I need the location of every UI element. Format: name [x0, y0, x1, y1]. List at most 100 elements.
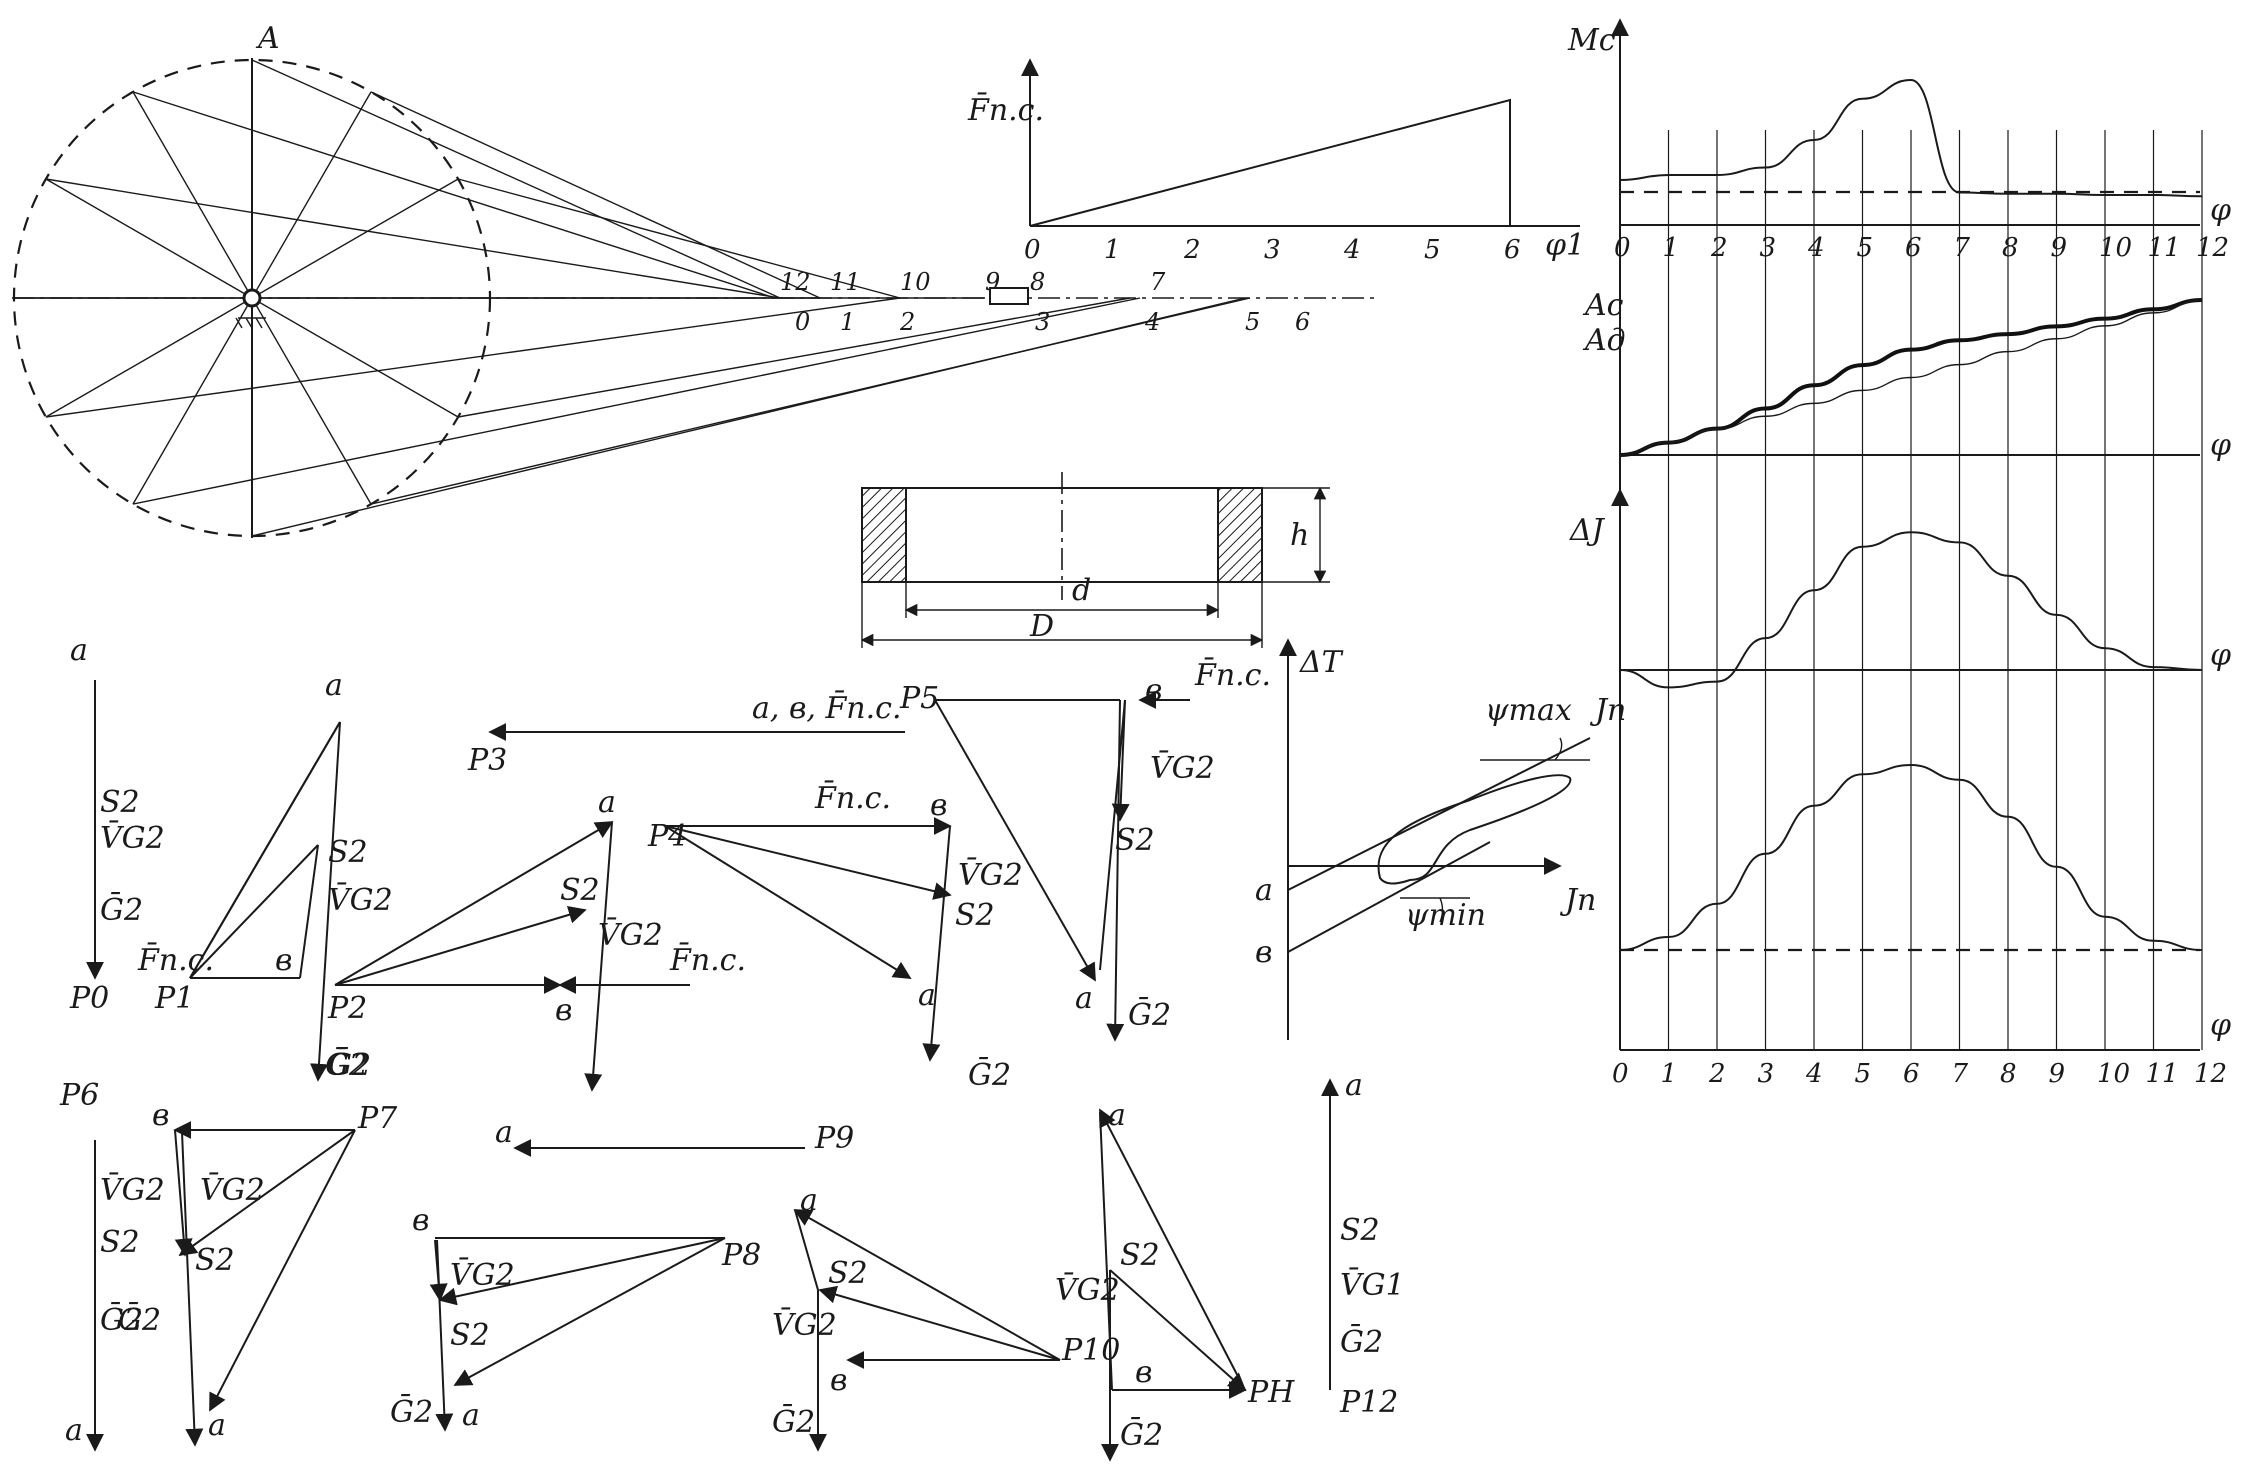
plan-label: P6 [59, 1078, 99, 1113]
plan-vector [181, 1131, 204, 1447]
plan-label: V̄G2 [100, 1172, 165, 1208]
mc-curve [1619, 78, 2203, 198]
wb-loop [1377, 774, 1572, 885]
phi-tick-top: 5 [1857, 233, 1874, 263]
dim-h-label: h [1290, 518, 1309, 553]
plan-vector [922, 825, 951, 1062]
plan-label: V̄G2 [1150, 750, 1215, 786]
connecting-rod [370, 91, 821, 299]
crank-ray [45, 178, 253, 299]
plan-vector [189, 721, 341, 979]
plan-label: Ḡ2 [1340, 1323, 1383, 1360]
connecting-rod [251, 297, 1246, 537]
force-tick-label: 3 [1264, 235, 1281, 265]
phi-tick-top: 3 [1760, 233, 1777, 263]
plan-vector [1111, 699, 1130, 822]
phi-tick-bottom: 0 [1612, 1059, 1629, 1089]
plan-label: P5 [899, 681, 939, 716]
plan-vector [664, 825, 912, 979]
plan-vector [584, 821, 613, 1092]
phi-tick-top: 4 [1807, 233, 1825, 263]
phi-axis-label: φ [2210, 638, 2231, 673]
plan-label: Ḡ2 [1128, 996, 1171, 1033]
plan-vector [435, 1239, 454, 1432]
plan-label: Ḡ2 [100, 1301, 143, 1338]
plan-label: V̄G2 [328, 882, 393, 918]
plan-label: S2 [195, 1243, 235, 1278]
plan-label: P8 [721, 1238, 761, 1273]
slider-position-label: 8 [1030, 268, 1045, 296]
phi-tick-top: 8 [2002, 233, 2019, 263]
plan-vector [934, 699, 1096, 982]
plan-label: a [1345, 1068, 1363, 1103]
plan-label: V̄G2 [958, 857, 1023, 893]
plan-vector [174, 1129, 193, 1257]
plan-label: F̄п.с. [137, 942, 214, 978]
crank-ray [251, 297, 459, 418]
plan-label: в [1145, 673, 1162, 708]
force-tick-label: 1 [1104, 235, 1121, 265]
wb-psi-min: ψmin [1405, 898, 1486, 933]
velocity-plans: aS2V̄G2Ḡ2P0aS2V̄G2F̄п.с.P1вḠ2aS2V̄G2F̄п.… [59, 633, 1405, 1462]
connecting-rod [45, 297, 901, 418]
plan-vector [1099, 1108, 1246, 1391]
phi-tick-bottom: 9 [2049, 1059, 2066, 1089]
phi-tick-top: 11 [2148, 233, 2181, 263]
force-angle-label: φ1 [1545, 228, 1585, 263]
phi-tick-bottom: 10 [2097, 1059, 2130, 1089]
plan-vector [1099, 699, 1126, 971]
plan-label: S2 [560, 873, 600, 908]
plan-vector [793, 1209, 1061, 1361]
plan-vector [189, 844, 319, 979]
plan-label: P7 [357, 1101, 398, 1136]
wb-point-b: в [1255, 935, 1272, 970]
plan-vector [1099, 1111, 1113, 1391]
plan-label: S2 [100, 1225, 140, 1260]
slider-position-label: 5 [1245, 308, 1260, 336]
chart-energy [1619, 763, 2203, 951]
plan-label: S2 [828, 1256, 868, 1291]
chart-dt [1619, 531, 2203, 689]
wb-x-label: Jп [1559, 883, 1596, 918]
force-tick-label: 2 [1183, 235, 1201, 265]
velocity-plan-p3: a, в, F̄п.с.P3 [467, 690, 905, 778]
plan-label: S2 [955, 898, 995, 933]
plan-label: в [152, 1098, 169, 1133]
plan-vector [664, 825, 952, 900]
force-tick-label: 6 [1504, 235, 1521, 265]
plan-vector [453, 1237, 726, 1386]
ring-right-hatch [1217, 487, 1263, 583]
phi-tick-bottom: 8 [2000, 1059, 2017, 1089]
plan-vector [334, 906, 587, 986]
ad-line [1619, 299, 2203, 456]
plan-label: V̄G2 [100, 820, 165, 856]
dim-ext [861, 487, 1330, 648]
plan-label: в [275, 943, 292, 978]
plan-label: F̄п.с. [814, 780, 891, 816]
chart-work [1619, 298, 2203, 457]
plan-label: V̄G2 [598, 917, 663, 953]
plan-vector [299, 844, 319, 979]
force-axis-label: F̄п.с. [967, 92, 1044, 128]
dt-curve [1619, 531, 2203, 689]
phi-tick-bottom: 4 [1805, 1059, 1823, 1089]
plan-label: a [462, 1398, 480, 1433]
connecting-rod [251, 59, 781, 299]
plan-label: S2 [100, 785, 140, 820]
crank-ray [251, 178, 459, 299]
slider-position-label: 7 [1150, 268, 1166, 296]
crank-point-label: A [255, 21, 280, 56]
crank-ray [132, 91, 253, 299]
pivot-support [235, 317, 266, 329]
slider-position-label: 1 [840, 308, 855, 336]
plan-label: P9 [814, 1121, 854, 1156]
